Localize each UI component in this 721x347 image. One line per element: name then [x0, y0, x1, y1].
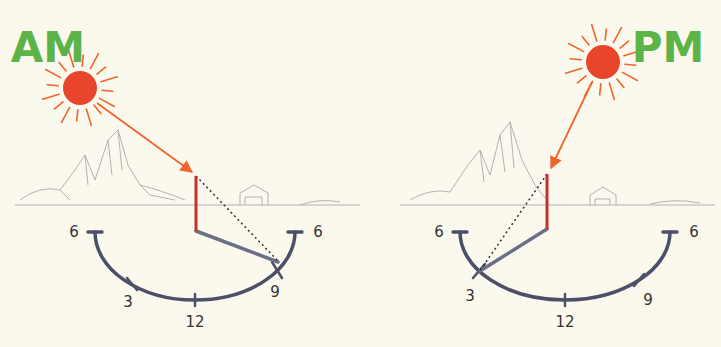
hour-number: 3	[123, 295, 133, 310]
sun-ray-stroke	[54, 102, 63, 109]
sun-ray-stroke	[609, 83, 614, 99]
sun-ray-stroke	[577, 76, 586, 83]
time-of-day-label: AM	[11, 27, 85, 69]
hour-number: 6	[689, 225, 699, 240]
landscape	[15, 130, 360, 205]
sun-ray-stroke	[613, 28, 621, 43]
hour-number: 6	[69, 225, 79, 240]
sun-ray-stroke	[566, 68, 582, 73]
hour-number: 12	[555, 315, 574, 330]
sun-ray-stroke	[605, 29, 606, 40]
hour-number: 6	[434, 225, 444, 240]
sun-ray-stroke	[97, 67, 106, 74]
gnomon	[195, 176, 198, 231]
time-of-day-label: PM	[632, 27, 705, 69]
sun-ray-stroke	[62, 107, 70, 122]
sun-ray-stroke	[585, 81, 593, 96]
sun-ray-stroke	[600, 84, 601, 95]
sun	[586, 45, 620, 79]
hour-number: 9	[270, 285, 280, 300]
hour-number: 12	[185, 315, 204, 330]
sundial-dial	[88, 231, 302, 306]
shadow-ray	[196, 176, 279, 262]
sun-ray-stroke	[99, 98, 114, 106]
sun-ray-stroke	[94, 105, 101, 114]
sun-ray-stroke	[570, 59, 581, 60]
sun-ray-stroke	[86, 109, 91, 125]
sun-rays	[43, 25, 641, 126]
sun-ray-stroke	[90, 54, 98, 69]
hour-number: 6	[313, 225, 323, 240]
sun-ray-stroke	[569, 44, 584, 52]
sun-ray-stroke	[43, 94, 59, 99]
sun-ray-stroke	[620, 41, 629, 48]
sun-ray-stroke	[101, 77, 117, 82]
gnomon	[546, 174, 549, 229]
sun-ray	[97, 103, 192, 172]
hour-number: 9	[643, 293, 653, 308]
sun	[63, 71, 97, 105]
landscape	[400, 122, 715, 205]
sun-ray-stroke	[77, 110, 78, 121]
sun-ray-stroke	[622, 72, 637, 80]
sun-ray	[551, 82, 592, 168]
sun-ray-stroke	[582, 36, 589, 45]
sun-ray-stroke	[46, 70, 61, 78]
sun-ray-stroke	[47, 85, 58, 86]
sun-ray-stroke	[102, 90, 113, 91]
shadow-ray	[479, 174, 547, 272]
sun-ray-stroke	[592, 25, 597, 41]
hour-number: 3	[465, 289, 475, 304]
sun-ray-stroke	[617, 79, 624, 88]
